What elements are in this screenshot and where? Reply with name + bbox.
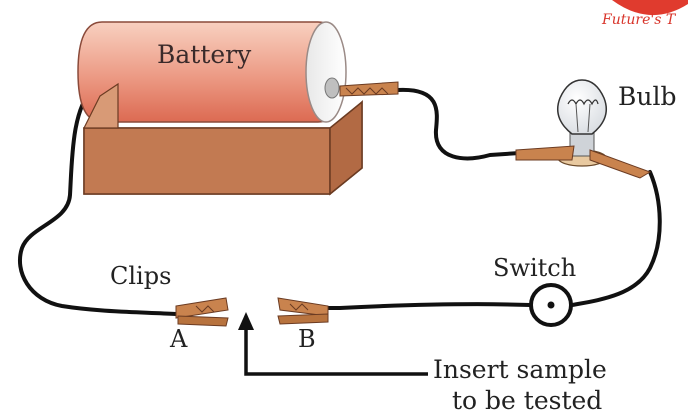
switch (529, 283, 573, 327)
insert-sample-label-line1: Insert sample (433, 355, 607, 384)
battery-label: Battery (157, 40, 252, 69)
bulb (557, 79, 607, 167)
battery-clip (339, 81, 399, 97)
watermark-logo (612, 0, 688, 16)
battery-box (83, 82, 363, 196)
insert-sample-label-line2: to be tested (452, 386, 603, 415)
wire-switch-to-clip-b (326, 302, 532, 310)
clip-b (277, 297, 329, 325)
wire-bulb-to-switch (570, 170, 662, 307)
clip-a (175, 297, 229, 327)
watermark-text: Future's T (602, 12, 676, 28)
switch-label: Switch (493, 254, 577, 282)
clip-b-label: B (298, 325, 316, 353)
wires (18, 87, 662, 316)
wire-battery-to-clip-a (18, 88, 178, 316)
insert-arrow (238, 312, 428, 376)
clip-a-label: A (170, 325, 188, 353)
battery (77, 21, 347, 123)
bulb-clips (515, 145, 652, 179)
clips-label: Clips (110, 262, 172, 290)
wire-battery-to-bulb (396, 87, 522, 161)
bulb-label: Bulb (618, 82, 677, 111)
